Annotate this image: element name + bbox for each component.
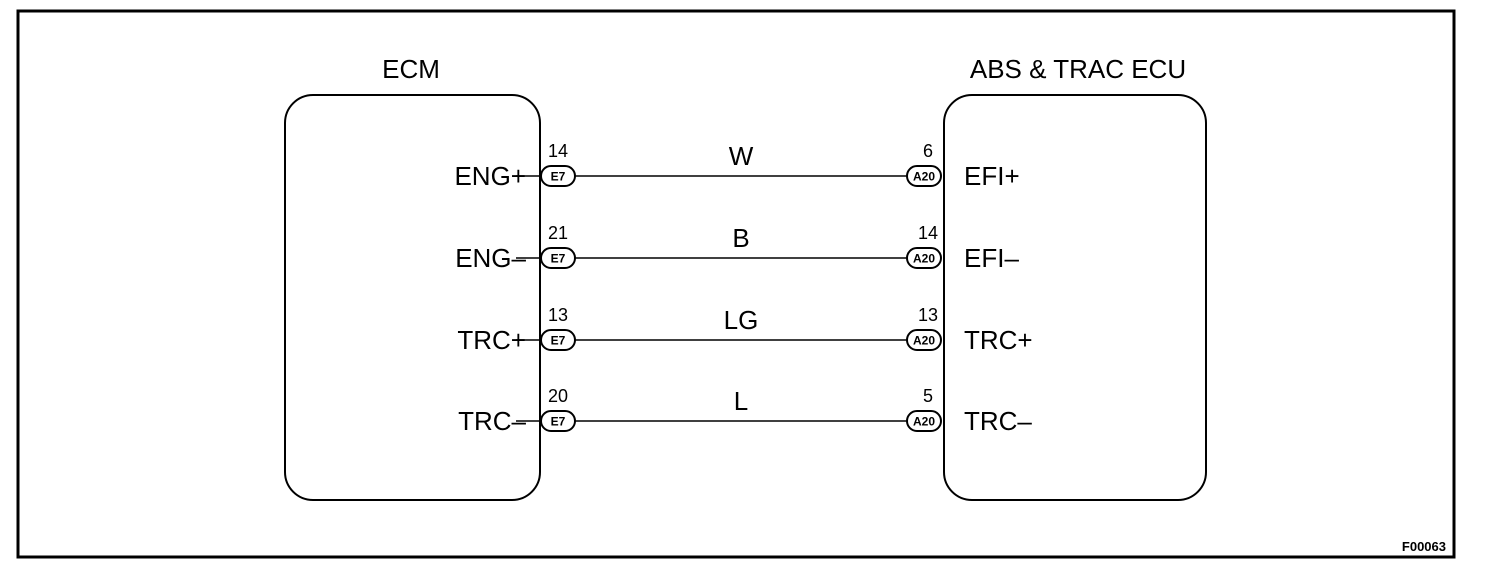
ecu-pin-number: 13 (918, 305, 938, 325)
ecm-pin-number: 13 (548, 305, 568, 325)
ecu-terminal-label: TRC+ (964, 325, 1033, 355)
ecu-connector-oval (906, 247, 942, 269)
ecm-title: ECM (382, 54, 440, 84)
ecu-connector-oval (906, 329, 942, 351)
ecu-terminal-label: TRC– (964, 406, 1032, 436)
ecm-box (284, 94, 541, 501)
ecm-pin-number: 14 (548, 141, 568, 161)
ecu-connector-label: A20 (913, 170, 935, 184)
diagram-frame (16, 9, 1456, 559)
ecu-box (943, 94, 1207, 501)
ecu-connector-oval (906, 410, 942, 432)
ecm-terminal-label: ENG– (455, 243, 526, 273)
ecm-connector-label: E7 (551, 334, 566, 348)
ecu-terminal-label: EFI– (964, 243, 1019, 273)
wire-color-label: L (734, 386, 748, 416)
ecu-connector-label: A20 (913, 334, 935, 348)
ecu-terminal-label: EFI+ (964, 161, 1020, 191)
ecm-pin-number: 20 (548, 386, 568, 406)
ecu-pin-number: 5 (923, 386, 933, 406)
ecm-pin-number: 21 (548, 223, 568, 243)
ecm-connector-label: E7 (551, 170, 566, 184)
ecm-terminal-label: TRC– (458, 406, 526, 436)
wire-color-label: B (732, 223, 749, 253)
ecu-connector-label: A20 (913, 415, 935, 429)
wire-color-label: W (729, 141, 754, 171)
ecu-connector-oval (906, 165, 942, 187)
ecm-terminal-label: ENG+ (454, 161, 526, 191)
wire-color-label: LG (724, 305, 759, 335)
ecu-pin-number: 6 (923, 141, 933, 161)
ecu-connector-label: A20 (913, 252, 935, 266)
figure-id: F00063 (1402, 539, 1446, 554)
ecu-pin-number: 14 (918, 223, 938, 243)
ecm-connector-label: E7 (551, 252, 566, 266)
ecm-terminal-label: TRC+ (457, 325, 526, 355)
ecm-connector-label: E7 (551, 415, 566, 429)
ecu-title: ABS & TRAC ECU (970, 54, 1186, 84)
